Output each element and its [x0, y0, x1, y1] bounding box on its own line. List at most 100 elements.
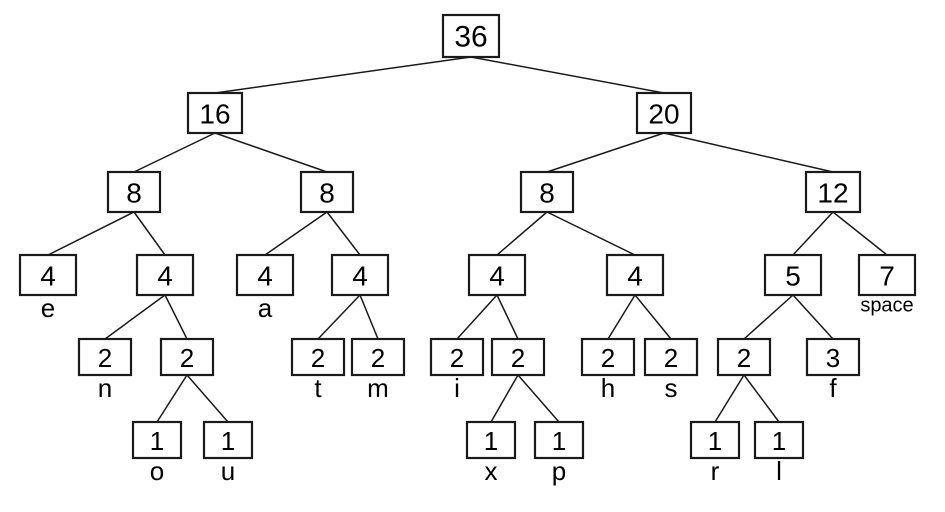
tree-internal-node[interactable]: 8 — [519, 170, 575, 214]
node-symbol-label: x — [485, 456, 498, 486]
tree-internal-node[interactable]: 4 — [605, 253, 665, 297]
node-box — [186, 91, 244, 135]
tree-leaf-node[interactable]: 1x — [465, 420, 517, 486]
tree-internal-node[interactable]: 12 — [804, 170, 862, 214]
node-weight-label: 4 — [257, 261, 273, 292]
tree-leaf-node[interactable]: 1o — [131, 420, 183, 486]
node-weight-label: 2 — [450, 343, 464, 373]
tree-leaf-node[interactable]: 1r — [689, 420, 741, 486]
tree-leaf-node[interactable]: 2m — [350, 337, 406, 403]
node-box — [533, 420, 585, 460]
node-box — [441, 13, 501, 59]
tree-internal-node[interactable]: 2 — [159, 337, 215, 377]
node-weight-label: 1 — [221, 426, 235, 456]
tree-edge — [359, 294, 379, 340]
node-box — [106, 170, 162, 214]
tree-edge — [832, 211, 888, 256]
node-box — [763, 253, 823, 297]
node-weight-label: 8 — [539, 178, 555, 209]
tree-internal-node[interactable]: 20 — [635, 91, 693, 135]
node-box — [235, 253, 295, 297]
tree-internal-node[interactable]: 5 — [763, 253, 823, 297]
tree-internal-node[interactable]: 36 — [441, 13, 501, 59]
tree-internal-node[interactable]: 8 — [106, 170, 162, 214]
node-box — [135, 253, 195, 297]
node-weight-label: 1 — [772, 426, 786, 456]
node-symbol-label: t — [314, 373, 322, 403]
tree-edge-layer — [47, 56, 888, 423]
tree-edge — [326, 211, 361, 256]
node-box — [635, 91, 693, 135]
tree-edge — [634, 294, 672, 340]
tree-leaf-node[interactable]: 2i — [429, 337, 485, 403]
tree-internal-node[interactable]: 8 — [299, 170, 355, 214]
node-weight-label: 1 — [484, 426, 498, 456]
tree-edge — [47, 211, 135, 256]
node-box — [77, 337, 133, 377]
node-weight-label: 2 — [664, 343, 678, 373]
node-weight-label: 2 — [311, 343, 325, 373]
tree-edge — [186, 374, 229, 423]
node-box — [299, 170, 355, 214]
tree-leaf-node[interactable]: 2s — [643, 337, 699, 403]
tree-edge — [714, 374, 745, 423]
tree-edge — [264, 211, 328, 256]
tree-edge — [133, 211, 166, 256]
tree-leaf-node[interactable]: 1l — [753, 420, 805, 486]
tree-edge — [164, 294, 188, 340]
node-weight-label: 8 — [126, 178, 142, 209]
tree-edge — [517, 374, 560, 423]
node-box — [805, 337, 861, 377]
node-weight-label: 4 — [157, 261, 173, 292]
tree-leaf-node[interactable]: 1p — [533, 420, 585, 486]
tree-edge — [317, 294, 361, 340]
tree-leaf-node[interactable]: 2h — [580, 337, 636, 403]
node-symbol-label: u — [221, 456, 235, 486]
node-box — [467, 253, 527, 297]
tree-leaf-node[interactable]: 4a — [235, 253, 295, 323]
node-symbol-label: f — [829, 373, 837, 403]
node-box — [465, 420, 517, 460]
tree-edge — [214, 56, 472, 94]
node-box — [330, 253, 390, 297]
node-symbol-label: s — [665, 373, 678, 403]
tree-edge — [546, 132, 665, 173]
node-box — [580, 337, 636, 377]
node-weight-label: 36 — [454, 21, 487, 54]
node-weight-label: 2 — [737, 343, 751, 373]
tree-leaf-node[interactable]: 4e — [18, 253, 78, 323]
tree-internal-node[interactable]: 16 — [186, 91, 244, 135]
tree-edge — [133, 132, 216, 173]
node-weight-label: 4 — [40, 261, 56, 292]
tree-internal-node[interactable]: 2 — [490, 337, 546, 377]
node-box — [857, 253, 917, 297]
node-box — [159, 337, 215, 377]
tree-leaf-node[interactable]: 3f — [805, 337, 861, 403]
node-weight-label: 8 — [319, 178, 335, 209]
tree-leaf-node[interactable]: 2n — [77, 337, 133, 403]
node-weight-label: 1 — [150, 426, 164, 456]
node-weight-label: 20 — [648, 99, 679, 130]
node-weight-label: 4 — [352, 261, 368, 292]
tree-edge — [792, 294, 834, 340]
tree-edge — [496, 294, 519, 340]
tree-internal-node[interactable]: 4 — [330, 253, 390, 297]
node-weight-label: 2 — [180, 343, 194, 373]
node-symbol-label: h — [601, 373, 615, 403]
tree-internal-node[interactable]: 4 — [467, 253, 527, 297]
node-weight-label: 7 — [879, 261, 895, 292]
tree-internal-node[interactable]: 2 — [716, 337, 772, 377]
tree-edge — [663, 132, 834, 173]
tree-leaf-node[interactable]: 1u — [202, 420, 254, 486]
tree-internal-node[interactable]: 4 — [135, 253, 195, 297]
node-box — [131, 420, 183, 460]
tree-leaf-node[interactable]: 2t — [290, 337, 346, 403]
node-symbol-label: m — [367, 373, 389, 403]
node-weight-label: 3 — [826, 343, 840, 373]
node-box — [804, 170, 862, 214]
tree-edge — [546, 211, 636, 256]
node-box — [605, 253, 665, 297]
